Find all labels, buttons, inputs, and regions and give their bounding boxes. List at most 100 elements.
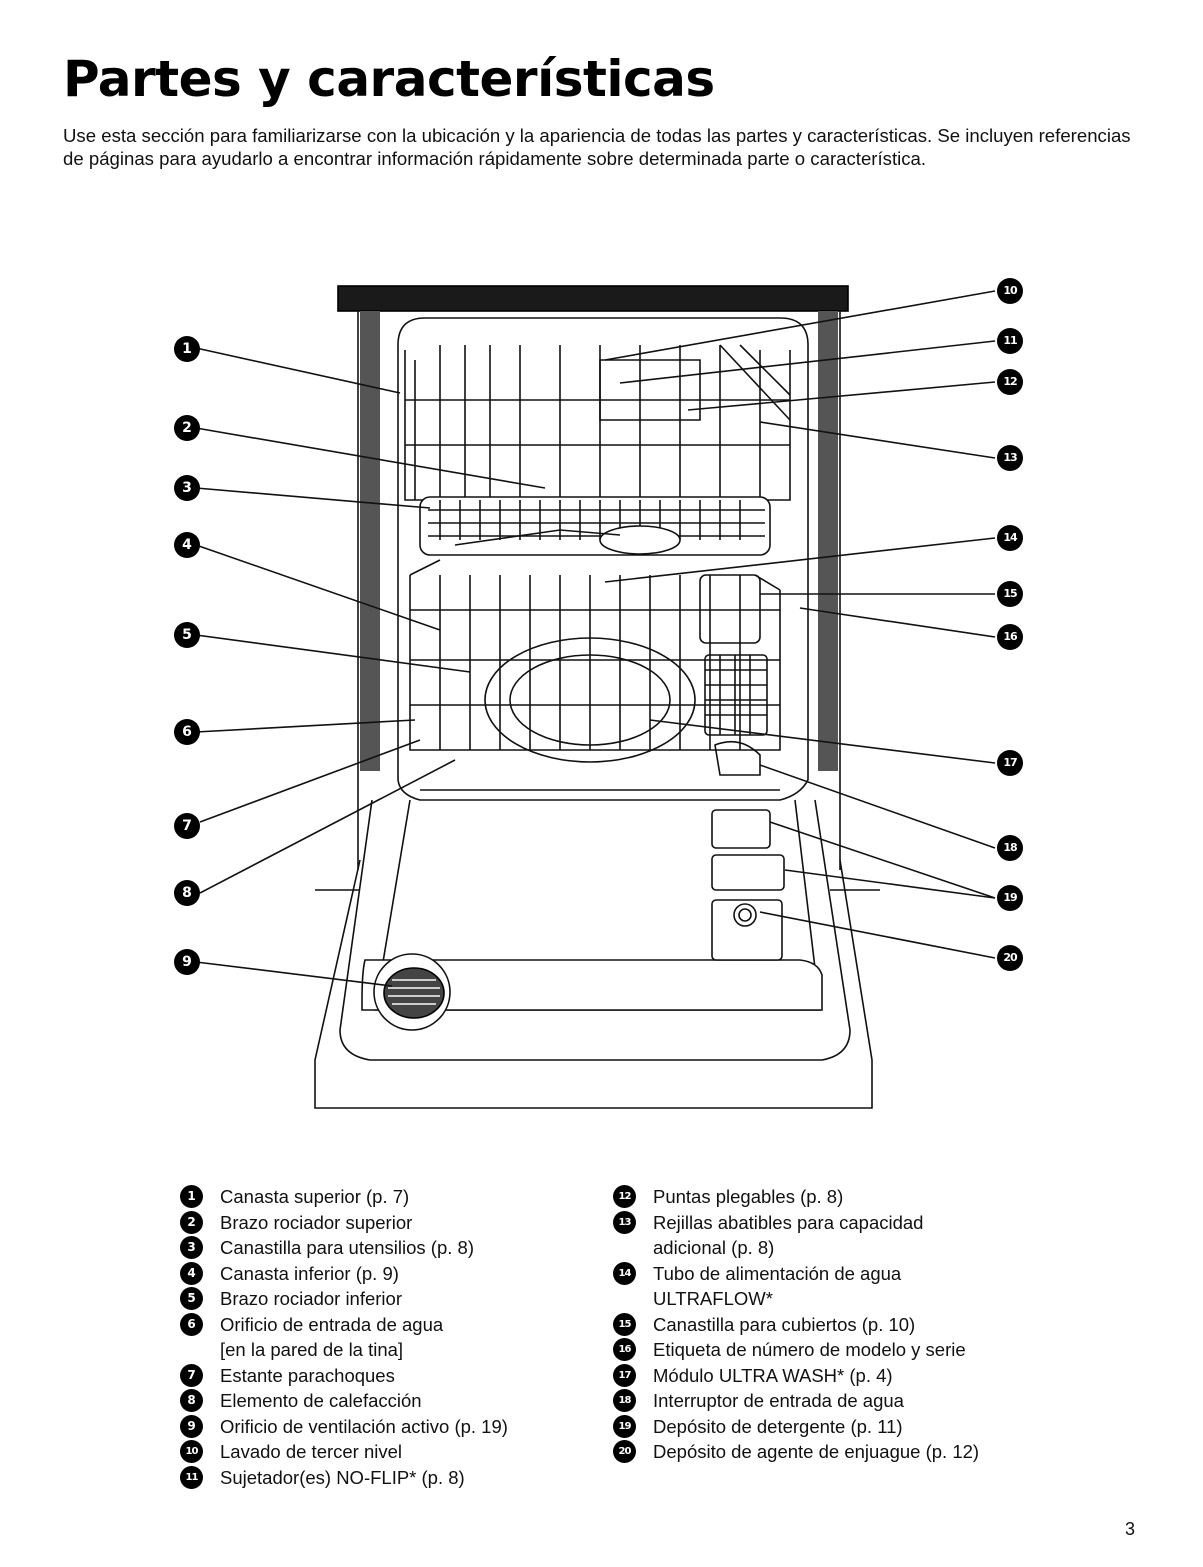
callout-12: 12	[997, 369, 1023, 395]
page-title: Partes y características	[63, 50, 715, 108]
legend-item: 17 Módulo ULTRA WASH* (p. 4)	[613, 1363, 979, 1389]
legend-subtext: [en la pared de la tina]	[220, 1339, 404, 1360]
legend-text: Puntas plegables (p. 8)	[653, 1186, 844, 1207]
legend-text: Estante parachoques	[220, 1364, 395, 1386]
utensil-basket	[419, 496, 771, 556]
legend-number: 12	[613, 1185, 636, 1208]
legend-number: 16	[613, 1338, 636, 1361]
lower-rack	[409, 559, 781, 751]
legend-text: Tubo de alimentación de agua	[653, 1262, 902, 1284]
legend-item: 16 Etiqueta de número de modelo y serie	[613, 1337, 979, 1363]
legend-number: 1	[180, 1185, 203, 1208]
door	[314, 799, 880, 1109]
callout-6: 6	[174, 719, 200, 745]
legend-item: 1 Canasta superior (p. 7)	[180, 1184, 508, 1210]
legend-item: 4 Canasta inferior (p. 9)	[180, 1261, 508, 1287]
legend-number: 6	[180, 1312, 203, 1336]
rinse-aid-dispenser	[711, 899, 783, 961]
legend-number: 5	[180, 1287, 203, 1310]
legend-subtext: ULTRAFLOW*	[653, 1288, 773, 1309]
callout-4: 4	[174, 532, 200, 558]
legend-text: Depósito de detergente (p. 11)	[653, 1415, 903, 1437]
legend-number: 9	[180, 1414, 203, 1438]
legend-text: Módulo ULTRA WASH* (p. 4)	[653, 1364, 893, 1386]
callout-11: 11	[997, 328, 1023, 354]
legend-number: 7	[180, 1363, 203, 1387]
legend-text: Sujetador(es) NO-FLIP* (p. 8)	[220, 1466, 465, 1488]
page-number: 3	[1125, 1519, 1136, 1539]
legend-item: 7 Estante parachoques	[180, 1363, 508, 1389]
legend-item: 10 Lavado de tercer nivel	[180, 1439, 508, 1465]
legend-number: 8	[180, 1389, 203, 1412]
legend-item: 5 Brazo rociador inferior	[180, 1286, 508, 1312]
legend-item: 8 Elemento de calefacción	[180, 1388, 508, 1414]
upper-rack	[404, 344, 791, 501]
callout-17: 17	[997, 750, 1023, 776]
callout-9: 9	[174, 949, 200, 975]
legend-text: Interruptor de entrada de agua	[653, 1390, 904, 1411]
legend-number: 19	[613, 1414, 636, 1438]
legend-text: Orificio de ventilación activo (p. 19)	[220, 1415, 508, 1437]
leader-lines	[195, 290, 996, 987]
legend-number: 2	[180, 1210, 203, 1234]
legend-number: 20	[613, 1440, 636, 1463]
legend-text: Canastilla para cubiertos (p. 10)	[653, 1313, 916, 1335]
legend-item: 12 Puntas plegables (p. 8)	[613, 1184, 979, 1210]
legend-number: 11	[180, 1465, 203, 1489]
legend-text: Elemento de calefacción	[220, 1390, 422, 1411]
dishwasher-diagram	[195, 285, 996, 1109]
legend-item: 11 Sujetador(es) NO-FLIP* (p. 8)	[180, 1465, 508, 1491]
callout-14: 14	[997, 525, 1023, 551]
callout-2: 2	[174, 415, 200, 441]
legend-number: 3	[180, 1236, 203, 1259]
right-wall-strip	[818, 311, 838, 771]
legend-number: 10	[180, 1440, 203, 1463]
silverware-basket	[699, 574, 768, 736]
legend-item: 19 Depósito de detergente (p. 11)	[613, 1414, 979, 1440]
legend-number: 14	[613, 1261, 636, 1285]
legend-item: 9 Orificio de ventilación activo (p. 19)	[180, 1414, 508, 1440]
legend-number: 4	[180, 1261, 203, 1285]
legend-text: Lavado de tercer nivel	[220, 1441, 403, 1462]
callout-1: 1	[174, 336, 200, 362]
legend-text: Canastilla para utensilios (p. 8)	[220, 1237, 474, 1258]
lower-spray-arm	[484, 637, 696, 763]
legend-text: Canasta superior (p. 7)	[220, 1186, 410, 1207]
legend-text: Brazo rociador superior	[220, 1211, 413, 1233]
legend-item: 3 Canastilla para utensilios (p. 8)	[180, 1235, 508, 1261]
legend-item: 18 Interruptor de entrada de agua	[613, 1388, 979, 1414]
callout-18: 18	[997, 835, 1023, 861]
legend-item: 13 Rejillas abatibles para capacidad adici…	[613, 1210, 979, 1261]
legend-text: Brazo rociador inferior	[220, 1288, 402, 1309]
tub-outer	[357, 311, 841, 870]
legend-number: 18	[613, 1389, 636, 1412]
left-wall-strip	[360, 311, 380, 771]
legend-text: Etiqueta de número de modelo y serie	[653, 1339, 966, 1360]
callout-13: 13	[997, 445, 1023, 471]
legend-right: 12 Puntas plegables (p. 8) 13 Rejillas aba…	[613, 1184, 979, 1465]
legend-text: Canasta inferior (p. 9)	[220, 1262, 399, 1284]
legend-text: Orificio de entrada de agua	[220, 1313, 444, 1335]
legend-subtext: adicional (p. 8)	[653, 1237, 775, 1258]
callout-7: 7	[174, 813, 200, 839]
legend-item: 2 Brazo rociador superior	[180, 1210, 508, 1236]
callout-15: 15	[997, 581, 1023, 607]
legend-number: 17	[613, 1363, 636, 1387]
legend-item: 20 Depósito de agente de enjuague (p. 12)	[613, 1439, 979, 1465]
intro-paragraph: Use esta sección para familiarizarse con…	[63, 125, 1131, 169]
legend-number: 15	[613, 1312, 636, 1336]
callout-8: 8	[174, 880, 200, 906]
callout-3: 3	[174, 475, 200, 501]
callout-20: 20	[997, 945, 1023, 971]
tub-inner	[397, 317, 809, 780]
legend-text: Rejillas abatibles para capacidad	[653, 1211, 924, 1233]
door-top-bar	[337, 285, 849, 312]
legend-item: 6 Orificio de entrada de agua [en la pared…	[180, 1312, 508, 1363]
callout-5: 5	[174, 622, 200, 648]
legend-item: 15 Canastilla para cubiertos (p. 10)	[613, 1312, 979, 1338]
callout-10: 10	[997, 278, 1023, 304]
legend-text: Depósito de agente de enjuague (p. 12)	[653, 1441, 980, 1462]
legend-number: 13	[613, 1210, 636, 1234]
